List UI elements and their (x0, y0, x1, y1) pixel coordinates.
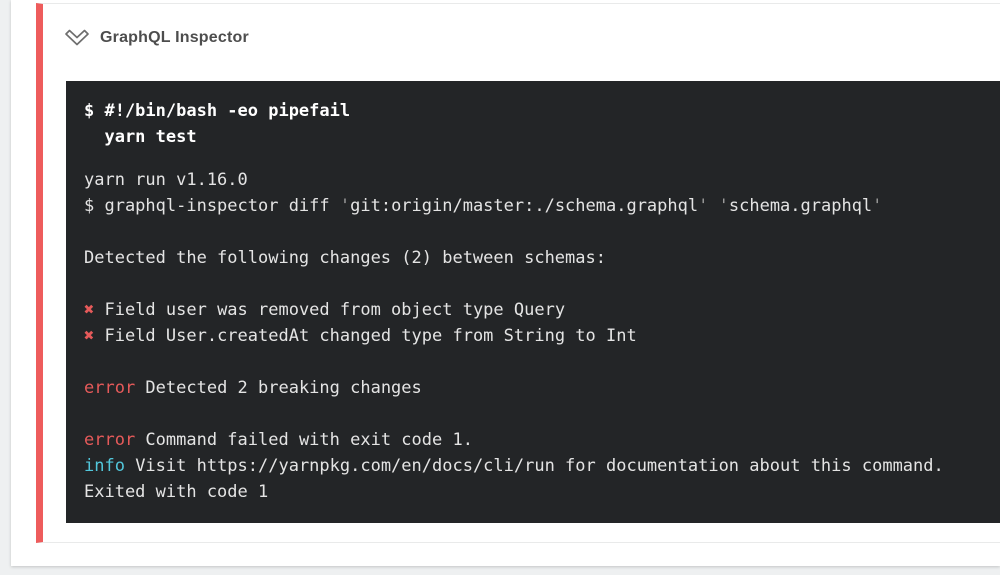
double-chevron-down-icon[interactable] (63, 27, 91, 48)
terminal-command-block: $ #!/bin/bash -eo pipefail yarn test (84, 98, 982, 150)
terminal-line (84, 219, 982, 245)
terminal-text-segment: Command failed with exit code 1. (135, 430, 473, 450)
terminal-line: Exited with code 1 (84, 479, 982, 505)
terminal-text-segment: Field User.createdAt changed type from S… (94, 326, 637, 346)
terminal-text-segment: $ graphql-inspector diff (84, 196, 340, 216)
terminal-output-block: yarn run v1.16.0 $ graphql-inspector diff… (84, 167, 982, 505)
terminal-text-segment: ✖ (84, 326, 95, 346)
terminal-line: $ graphql-inspector diff 'git:origin/mas… (84, 193, 982, 219)
step-header[interactable]: GraphQL Inspector (43, 4, 1000, 81)
terminal-text-segment: ✖ (84, 300, 95, 320)
terminal-command-line: yarn test (84, 127, 197, 147)
terminal-text-segment: git:origin/master:./schema.graphql (350, 196, 699, 216)
step-title: GraphQL Inspector (100, 29, 249, 46)
terminal-text-segment: info (84, 456, 125, 476)
terminal-line (84, 401, 982, 427)
terminal-text-segment: yarn run v1.16.0 (84, 170, 248, 190)
terminal-line: yarn run v1.16.0 (84, 167, 982, 193)
terminal: $ #!/bin/bash -eo pipefail yarn test yar… (66, 81, 1000, 523)
terminal-line: error Detected 2 breaking changes (84, 375, 982, 401)
terminal-line (84, 349, 982, 375)
terminal-command-line: $ #!/bin/bash -eo pipefail (84, 101, 351, 121)
terminal-line: Detected the following changes (2) betwe… (84, 245, 982, 271)
terminal-text-segment: schema.graphql (728, 196, 873, 216)
terminal-text-segment: error (84, 430, 136, 450)
terminal-text-segment: Detected the following changes (2) betwe… (84, 248, 606, 268)
terminal-text-segment (708, 196, 718, 216)
terminal-line: ✖ Field user was removed from object typ… (84, 297, 982, 323)
terminal-text-segment: ' (718, 196, 729, 216)
terminal-line: ✖ Field User.createdAt changed type from… (84, 323, 982, 349)
terminal-text-segment: Detected 2 breaking changes (135, 378, 422, 398)
terminal-line: info Visit https://yarnpkg.com/en/docs/c… (84, 453, 982, 479)
failed-step-section: GraphQL Inspector $ #!/bin/bash -eo pipe… (36, 3, 1000, 543)
build-step-card: GraphQL Inspector $ #!/bin/bash -eo pipe… (11, 0, 1000, 566)
terminal-text-segment: Field user was removed from object type … (94, 300, 566, 320)
terminal-text-segment: ' (698, 196, 709, 216)
terminal-text-segment: ' (872, 196, 883, 216)
terminal-text-segment: error (84, 378, 136, 398)
terminal-text-segment: Visit https://yarnpkg.com/en/docs/cli/ru… (124, 456, 944, 476)
terminal-text-segment: ' (339, 196, 351, 216)
terminal-text-segment: Exited with code 1 (84, 482, 269, 502)
terminal-line (84, 271, 982, 297)
terminal-line: error Command failed with exit code 1. (84, 427, 982, 453)
